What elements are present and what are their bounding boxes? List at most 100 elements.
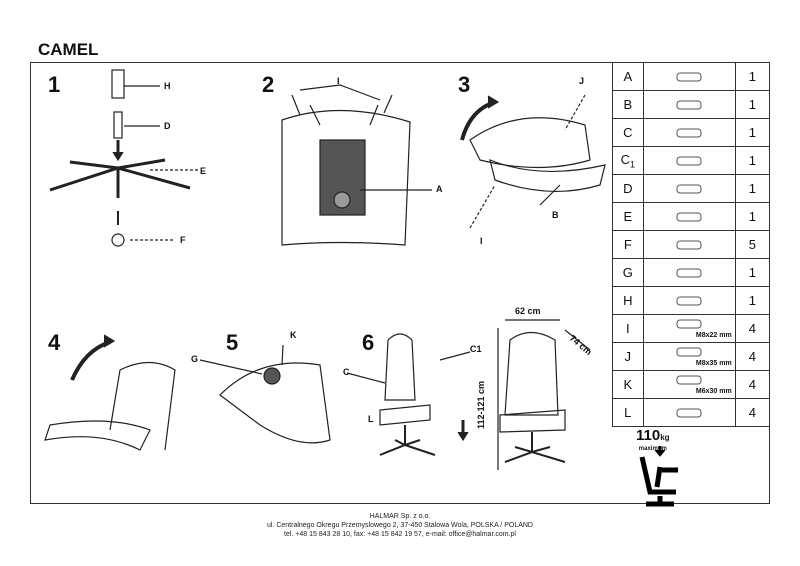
part-letter: F: [612, 230, 644, 259]
part-picture: [642, 230, 736, 259]
step4-illustration: [44, 334, 176, 451]
footer: HALMAR Sp. z o.o. ul. Centralnego Okregu…: [0, 512, 800, 539]
part-sketch: [676, 128, 702, 137]
part-sketch: [676, 375, 702, 385]
part-letter: C1: [612, 146, 644, 175]
step-number: 2: [262, 72, 275, 97]
part-label: F: [180, 235, 186, 245]
part-label: J: [579, 76, 585, 86]
part-picture: [642, 118, 736, 147]
part-quantity: 4: [734, 342, 771, 371]
max-load-unit: kg: [660, 433, 670, 442]
footer-address: ul. Centralnego Okregu Przemyslowego 2, …: [266, 522, 533, 529]
part-sketch: [676, 408, 702, 417]
part-letter: K: [612, 370, 644, 399]
step-number: 4: [48, 330, 61, 355]
part-label: A: [436, 184, 443, 194]
screw-size: M8x35 mm: [695, 360, 732, 367]
part-picture: M6x30 mm: [642, 370, 736, 399]
part-picture: M8x35 mm: [642, 342, 736, 371]
part-letter: B: [612, 90, 644, 119]
part-letter: J: [612, 342, 644, 371]
footer-company: HALMAR Sp. z o.o.: [369, 513, 431, 520]
part-letter: L: [612, 398, 644, 427]
part-picture: [642, 258, 736, 287]
part-quantity: 1: [734, 258, 771, 287]
part-quantity: 1: [734, 146, 771, 175]
part-sketch: [676, 268, 702, 277]
part-label: B: [552, 210, 559, 220]
step-number: 1: [48, 72, 61, 97]
part-label: E: [200, 166, 207, 176]
step1-illustration: [49, 69, 198, 247]
part-picture: [642, 202, 736, 231]
part-sketch: [676, 100, 702, 109]
part-sketch: [676, 184, 702, 193]
part-quantity: 1: [734, 90, 771, 119]
part-sketch: [676, 156, 702, 165]
part-sketch: [676, 212, 702, 221]
part-picture: [642, 286, 736, 315]
part-quantity: 1: [734, 118, 771, 147]
part-letter: A: [612, 62, 644, 91]
product-title: CAMEL: [38, 40, 99, 59]
part-letter: C: [612, 118, 644, 147]
part-sketch: [676, 240, 702, 249]
part-quantity: 1: [734, 174, 771, 203]
part-sketch: [676, 296, 702, 305]
max-load-icon: [639, 446, 678, 507]
step-number: 5: [226, 330, 239, 355]
step-number: 3: [458, 72, 471, 97]
step-number: 6: [362, 330, 375, 355]
part-label: K: [290, 330, 297, 340]
part-letter: H: [612, 286, 644, 315]
footer-contact: tel. +48 15 843 28 10, fax: +48 15 842 1…: [284, 531, 516, 538]
part-quantity: 1: [734, 202, 771, 231]
part-picture: [642, 62, 736, 91]
part-quantity: 4: [734, 370, 771, 399]
part-label: I: [337, 76, 340, 86]
part-quantity: 1: [734, 286, 771, 315]
part-label: I: [480, 236, 483, 246]
screw-size: M8x22 mm: [695, 332, 732, 339]
step5-illustration: [199, 344, 331, 444]
part-letter: G: [612, 258, 644, 287]
max-load: 110kg maximum: [636, 428, 670, 453]
part-quantity: 4: [734, 398, 771, 427]
step3-illustration: [460, 94, 606, 229]
screw-size: M6x30 mm: [695, 388, 732, 395]
part-quantity: 4: [734, 314, 771, 343]
part-label: C1: [470, 344, 482, 354]
part-quantity: 5: [734, 230, 771, 259]
width-dimension: 62 cm: [515, 306, 541, 316]
parts-row: C1 1: [612, 146, 771, 175]
part-picture: [642, 398, 736, 427]
part-label: D: [164, 121, 171, 131]
part-picture: [642, 90, 736, 119]
part-letter: E: [612, 202, 644, 231]
instruction-frame: [30, 62, 770, 504]
part-quantity: 1: [734, 62, 771, 91]
part-picture: [642, 146, 736, 175]
part-label: L: [368, 414, 374, 424]
part-label: C: [343, 367, 350, 377]
max-load-value: 110: [636, 427, 661, 444]
part-letter: D: [612, 174, 644, 203]
part-picture: M8x22 mm: [642, 314, 736, 343]
step2-illustration: [281, 84, 432, 246]
max-load-note: maximum: [638, 446, 667, 452]
part-picture: [642, 174, 736, 203]
